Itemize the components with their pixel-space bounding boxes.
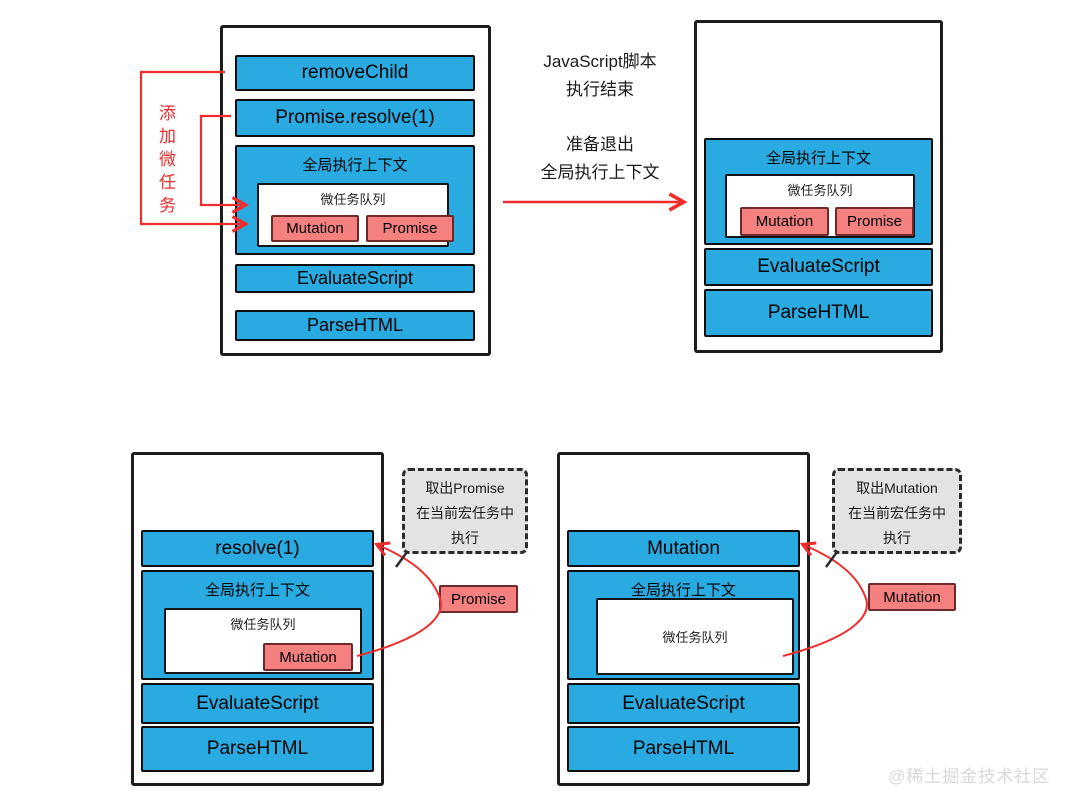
global-execution-context: 全局执行上下文 微任务队列 Mutation Promise — [704, 138, 933, 245]
script-end-annotation: JavaScript脚本 执行结束 — [500, 48, 700, 104]
stack-frame-evaluatescript: EvaluateScript — [141, 683, 374, 724]
microtask-mutation: Mutation — [263, 643, 353, 671]
script-end-line2: 执行结束 — [566, 80, 634, 99]
global-execution-context: 全局执行上下文 微任务队列 Mutation — [141, 570, 374, 680]
prepare-exit-annotation: 准备退出 全局执行上下文 — [497, 131, 703, 187]
microtask-queue: 微任务队列 Mutation — [164, 608, 362, 674]
note-dequeue-mutation: 取出Mutation 在当前宏任务中 执行 — [832, 468, 962, 554]
stack-frame-mutation: Mutation — [567, 530, 800, 567]
stack-frame-removechild: removeChild — [235, 55, 475, 91]
stack-frame-parsehtml: ParseHTML — [235, 310, 475, 341]
note-line3: 执行 — [883, 530, 911, 546]
note-mutation-pointer-tail — [824, 551, 839, 568]
microtask-queue: 微任务队列 Mutation Promise — [257, 183, 454, 247]
microtask-queue-label: 微任务队列 — [230, 617, 296, 632]
task-chip-mutation: Mutation — [868, 583, 956, 611]
microtask-queue-label: 微任务队列 — [320, 192, 386, 207]
global-execution-context: 全局执行上下文 微任务队列 — [567, 570, 800, 680]
add-microtask-annotation: 添加微任务 — [156, 104, 175, 219]
global-context-label: 全局执行上下文 — [630, 582, 736, 599]
microtask-promise: Promise — [366, 215, 454, 242]
panel-bottom-right-callstack: Mutation 全局执行上下文 微任务队列 EvaluateScript Pa… — [557, 452, 810, 786]
panel-top-right-callstack: 全局执行上下文 微任务队列 Mutation Promise EvaluateS… — [694, 20, 943, 353]
prepare-exit-line2: 全局执行上下文 — [540, 163, 660, 182]
task-chip-promise: Promise — [439, 585, 518, 613]
global-execution-context: 全局执行上下文 微任务队列 Mutation Promise — [235, 145, 475, 255]
note-line2: 在当前宏任务中 — [416, 505, 514, 521]
stack-frame-resolve: resolve(1) — [141, 530, 374, 567]
note-dequeue-promise: 取出Promise 在当前宏任务中 执行 — [402, 468, 528, 554]
note-line3: 执行 — [451, 530, 479, 546]
microtask-promise: Promise — [835, 207, 914, 236]
microtask-queue-empty: 微任务队列 — [596, 598, 794, 675]
note-promise-pointer-tail — [394, 551, 409, 568]
stack-frame-evaluatescript: EvaluateScript — [704, 248, 933, 286]
microtask-mutation: Mutation — [740, 207, 829, 236]
microtask-queue: 微任务队列 Mutation Promise — [725, 174, 915, 238]
script-end-line1: JavaScript脚本 — [543, 52, 657, 71]
note-line1: 取出Mutation — [856, 480, 938, 496]
stack-frame-parsehtml: ParseHTML — [141, 726, 374, 772]
prepare-exit-line1: 准备退出 — [566, 135, 634, 154]
global-context-label: 全局执行上下文 — [204, 582, 310, 599]
stack-frame-promise-resolve: Promise.resolve(1) — [235, 99, 475, 137]
global-context-label: 全局执行上下文 — [765, 150, 871, 167]
stack-frame-parsehtml: ParseHTML — [567, 726, 800, 772]
note-line2: 在当前宏任务中 — [848, 505, 946, 521]
stack-frame-parsehtml: ParseHTML — [704, 289, 933, 337]
microtask-queue-label: 微任务队列 — [787, 183, 853, 198]
watermark: @稀土掘金技术社区 — [888, 767, 1051, 786]
panel-top-left-callstack: removeChild Promise.resolve(1) 全局执行上下文 微… — [220, 25, 491, 356]
microtask-queue-label: 微任务队列 — [662, 630, 728, 645]
note-line1: 取出Promise — [425, 480, 505, 496]
microtask-mutation: Mutation — [271, 215, 359, 242]
global-context-label: 全局执行上下文 — [302, 157, 408, 174]
panel-bottom-left-callstack: resolve(1) 全局执行上下文 微任务队列 Mutation Evalua… — [131, 452, 384, 786]
stack-frame-evaluatescript: EvaluateScript — [567, 683, 800, 724]
stack-frame-evaluatescript: EvaluateScript — [235, 264, 475, 293]
